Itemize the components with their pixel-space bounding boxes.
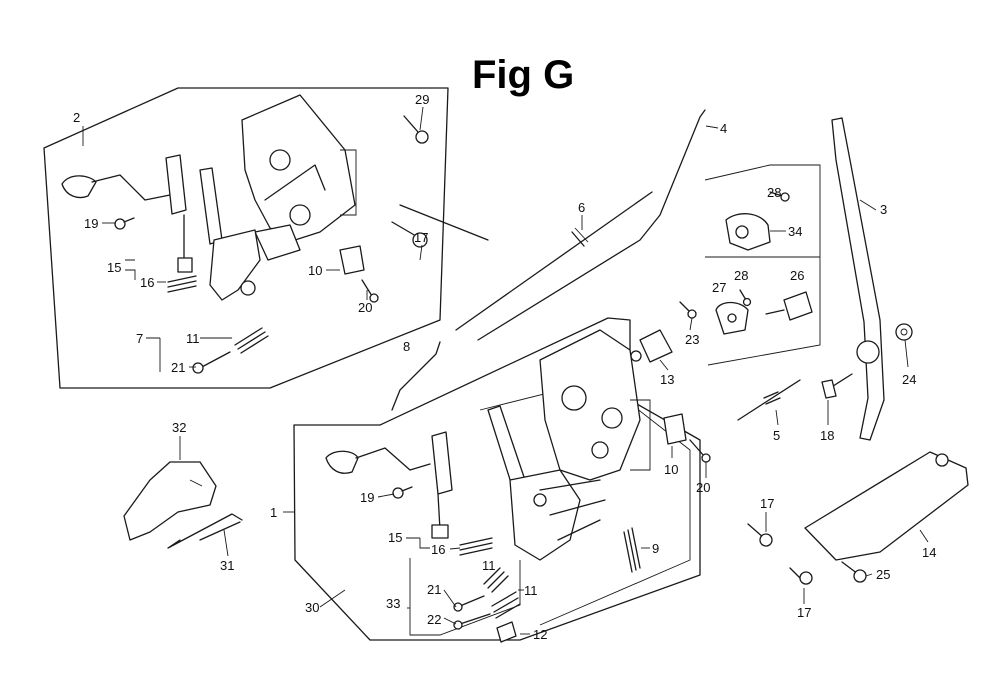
plate-32 (123, 461, 217, 541)
switch-26 (765, 291, 813, 321)
choke-lever-main (325, 431, 453, 539)
callout-1: 1 (270, 505, 277, 520)
callout-33: 33 (386, 596, 400, 611)
rod-4 (477, 109, 706, 341)
figure-title: Fig G (472, 53, 574, 97)
callout-12: 12 (533, 627, 547, 642)
callout-16-main: 16 (431, 542, 445, 557)
callout-6: 6 (578, 200, 585, 215)
callout-25: 25 (876, 567, 890, 582)
callout-17-plate: 17 (760, 496, 774, 511)
callout-20-top: 20 (358, 300, 372, 315)
knob-34 (725, 213, 771, 251)
callout-16-top: 16 (140, 275, 154, 290)
callout-28-lower: 28 (734, 268, 748, 283)
callout-20-main: 20 (696, 480, 710, 495)
switch-13 (630, 329, 673, 363)
washer-24 (895, 323, 913, 341)
bolt-21-top (192, 351, 231, 374)
callout-19-top: 19 (84, 216, 98, 231)
callout-32: 32 (172, 420, 186, 435)
callout-17-lower: 17 (797, 605, 811, 620)
callout-10-top: 10 (308, 263, 322, 278)
callout-26: 26 (790, 268, 804, 283)
control-lever-top (199, 167, 261, 301)
callout-13: 13 (660, 372, 674, 387)
main-assembly-box (293, 317, 701, 641)
callout-24: 24 (902, 372, 916, 387)
sleeve-12 (496, 621, 517, 643)
spring-11-top (234, 327, 269, 354)
screw-28-upper (769, 191, 790, 202)
callout-30: 30 (305, 600, 319, 615)
rod-6 (399, 191, 653, 331)
spring-16-top (167, 275, 197, 293)
callout-11-main-b: 11 (524, 583, 538, 598)
bolt-17-plate (747, 523, 773, 547)
callout-labels: 2 29 19 17 15 10 16 20 7 11 21 4 6 3 28 … (73, 92, 936, 642)
bolt-20-top (361, 279, 379, 303)
callout-9: 9 (652, 541, 659, 556)
plate-14 (804, 451, 969, 561)
rod-31 (167, 513, 243, 549)
spring-9 (623, 527, 641, 573)
bolt-22 (453, 613, 491, 630)
callout-31: 31 (220, 558, 234, 573)
callout-3: 3 (880, 202, 887, 217)
choke-lever-top (61, 154, 187, 215)
clip-10-top (339, 245, 365, 275)
callout-11-top: 11 (186, 331, 200, 346)
bolt-17-top (391, 221, 428, 248)
lever-arm-3 (831, 117, 885, 441)
screw-23 (679, 301, 697, 319)
callout-22: 22 (427, 612, 441, 627)
callout-27: 27 (712, 280, 726, 295)
bolt-17-lower (789, 567, 813, 585)
callout-8: 8 (403, 339, 410, 354)
box-switch-parts (704, 164, 821, 366)
callout-18: 18 (820, 428, 834, 443)
callout-5: 5 (773, 428, 780, 443)
spring-11-lower (491, 591, 521, 619)
screw-19-top (114, 217, 135, 230)
spring-16-main (459, 537, 493, 556)
inset-box-assembly-2 (43, 87, 449, 389)
spring-11-upper (483, 567, 509, 593)
callout-17-top: 17 (414, 230, 428, 245)
rod-5 (737, 379, 801, 421)
callout-15-top: 15 (107, 260, 121, 275)
link-rod-top (177, 214, 193, 273)
callout-23: 23 (685, 332, 699, 347)
callout-2: 2 (73, 110, 80, 125)
callout-21-main: 21 (427, 582, 441, 597)
bolt-29 (403, 115, 429, 144)
callout-10-main: 10 (664, 462, 678, 477)
callout-14: 14 (922, 545, 936, 560)
clip-10-main (663, 413, 687, 445)
bolt-18 (821, 373, 853, 399)
callout-4: 4 (720, 121, 727, 136)
screw-19-main (392, 486, 413, 499)
clamp-27 (715, 301, 749, 335)
control-lever-main (487, 405, 606, 561)
callout-15-main: 15 (388, 530, 402, 545)
governor-bracket-top (241, 94, 357, 261)
governor-bracket-main (539, 329, 651, 481)
callout-11-main-a: 11 (482, 558, 496, 573)
bolt-21-main (453, 595, 485, 612)
bolt-25 (841, 561, 867, 583)
leader-lines (82, 106, 929, 635)
rod-8 (391, 341, 441, 411)
callout-29: 29 (415, 92, 429, 107)
callout-21-top: 21 (171, 360, 185, 375)
screw-28-lower (739, 289, 752, 307)
callout-34: 34 (788, 224, 802, 239)
callout-7: 7 (136, 331, 143, 346)
callout-19-main: 19 (360, 490, 374, 505)
callout-28-upper: 28 (767, 185, 781, 200)
